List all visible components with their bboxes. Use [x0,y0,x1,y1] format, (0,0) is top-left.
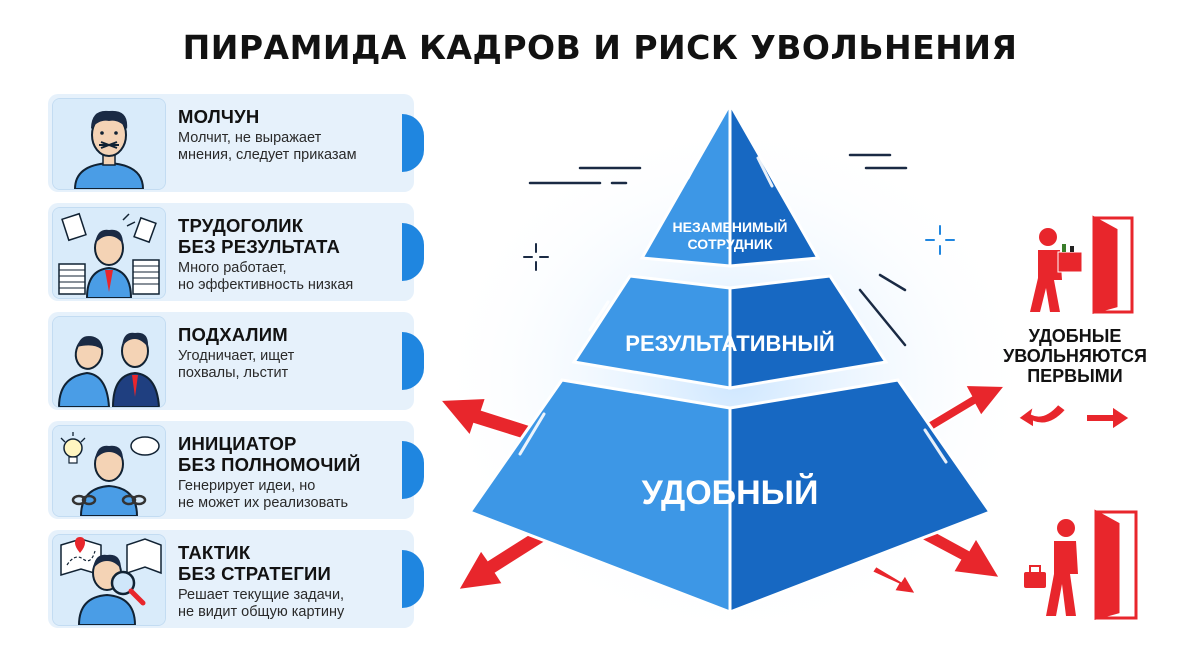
card-desc: Решает текущие задачи, не видит общую ка… [178,587,345,620]
level-middle-label: РЕЗУЛЬТАТИВНЫЙ [625,331,835,356]
decor-lines [528,153,908,347]
card-name: ТАКТИК БЕЗ СТРАТЕГИИ [178,542,332,584]
sparkle-right [925,225,955,255]
tier-mid-right [728,274,889,390]
card-name: МОЛЧУН [178,106,260,127]
card-name: ТРУДОГОЛИК БЕЗ РЕЗУЛЬТАТА [178,215,341,257]
tier-top-right [728,98,821,268]
card-tactician: ТАКТИК БЕЗ СТРАТЕГИИ Решает текущие зада… [48,530,424,628]
card-desc: Генерирует идеи, но не может их реализов… [178,478,349,511]
card-edge-tab [402,441,424,499]
card-edge-tab [402,550,424,608]
arrow-right-upper [924,383,1008,434]
card-workaholic: ТРУДОГОЛИК БЕЗ РЕЗУЛЬТАТА Много работает… [48,203,424,301]
card-silent: МОЛЧУН Молчит, не выражает мнения, следу… [48,94,424,192]
flatterer-icon [52,316,166,408]
sparkle-left [523,243,549,271]
pyramid-highlights [518,130,948,464]
level-top-label: НЕЗАМЕНИМЫЙ СОТРУДНИК [672,219,788,252]
card-desc: Молчит, не выражает мнения, следует прик… [178,130,357,163]
card-desc: Угодничает, ищет похвалы, льстит [178,348,295,381]
level-bottom-label: УДОБНЫЙ [641,474,819,512]
open-door-icon-bottom [1094,509,1138,620]
person-carrying-box-icon [1030,228,1083,312]
open-door-icon-top [1092,215,1134,314]
silent-man-icon [52,98,166,190]
card-flatterer: ПОДХАЛИМ Угодничает, ищет похвалы, льсти… [48,312,424,410]
card-initiator: ИНИЦИАТОР БЕЗ ПОЛНОМОЧИЙ Генерирует идеи… [48,421,424,519]
pyramid [467,98,993,615]
page-title: ПИРАМИДА КАДРОВ И РИСК УВОЛЬНЕНИЯ [182,28,1018,67]
card-desc: Много работает, но эффективность низкая [178,260,354,293]
tactician-map-icon [52,534,166,626]
card-name: ИНИЦИАТОР БЕЗ ПОЛНОМОЧИЙ [178,433,361,475]
card-edge-tab [402,114,424,172]
workaholic-icon [52,207,166,299]
arrow-small-down [870,564,918,596]
tier-bottom-right [728,378,993,615]
arrow-small-right [1085,404,1132,432]
arrow-small-curved [1016,402,1068,430]
person-with-briefcase-icon [1024,519,1078,616]
card-edge-tab [402,332,424,390]
card-name: ПОДХАЛИМ [178,324,288,345]
card-edge-tab [402,223,424,281]
exit-label: УДОБНЫЕ УВОЛЬНЯЮТСЯ ПЕРВЫМИ [1003,326,1147,386]
chained-initiator-icon [52,425,166,517]
